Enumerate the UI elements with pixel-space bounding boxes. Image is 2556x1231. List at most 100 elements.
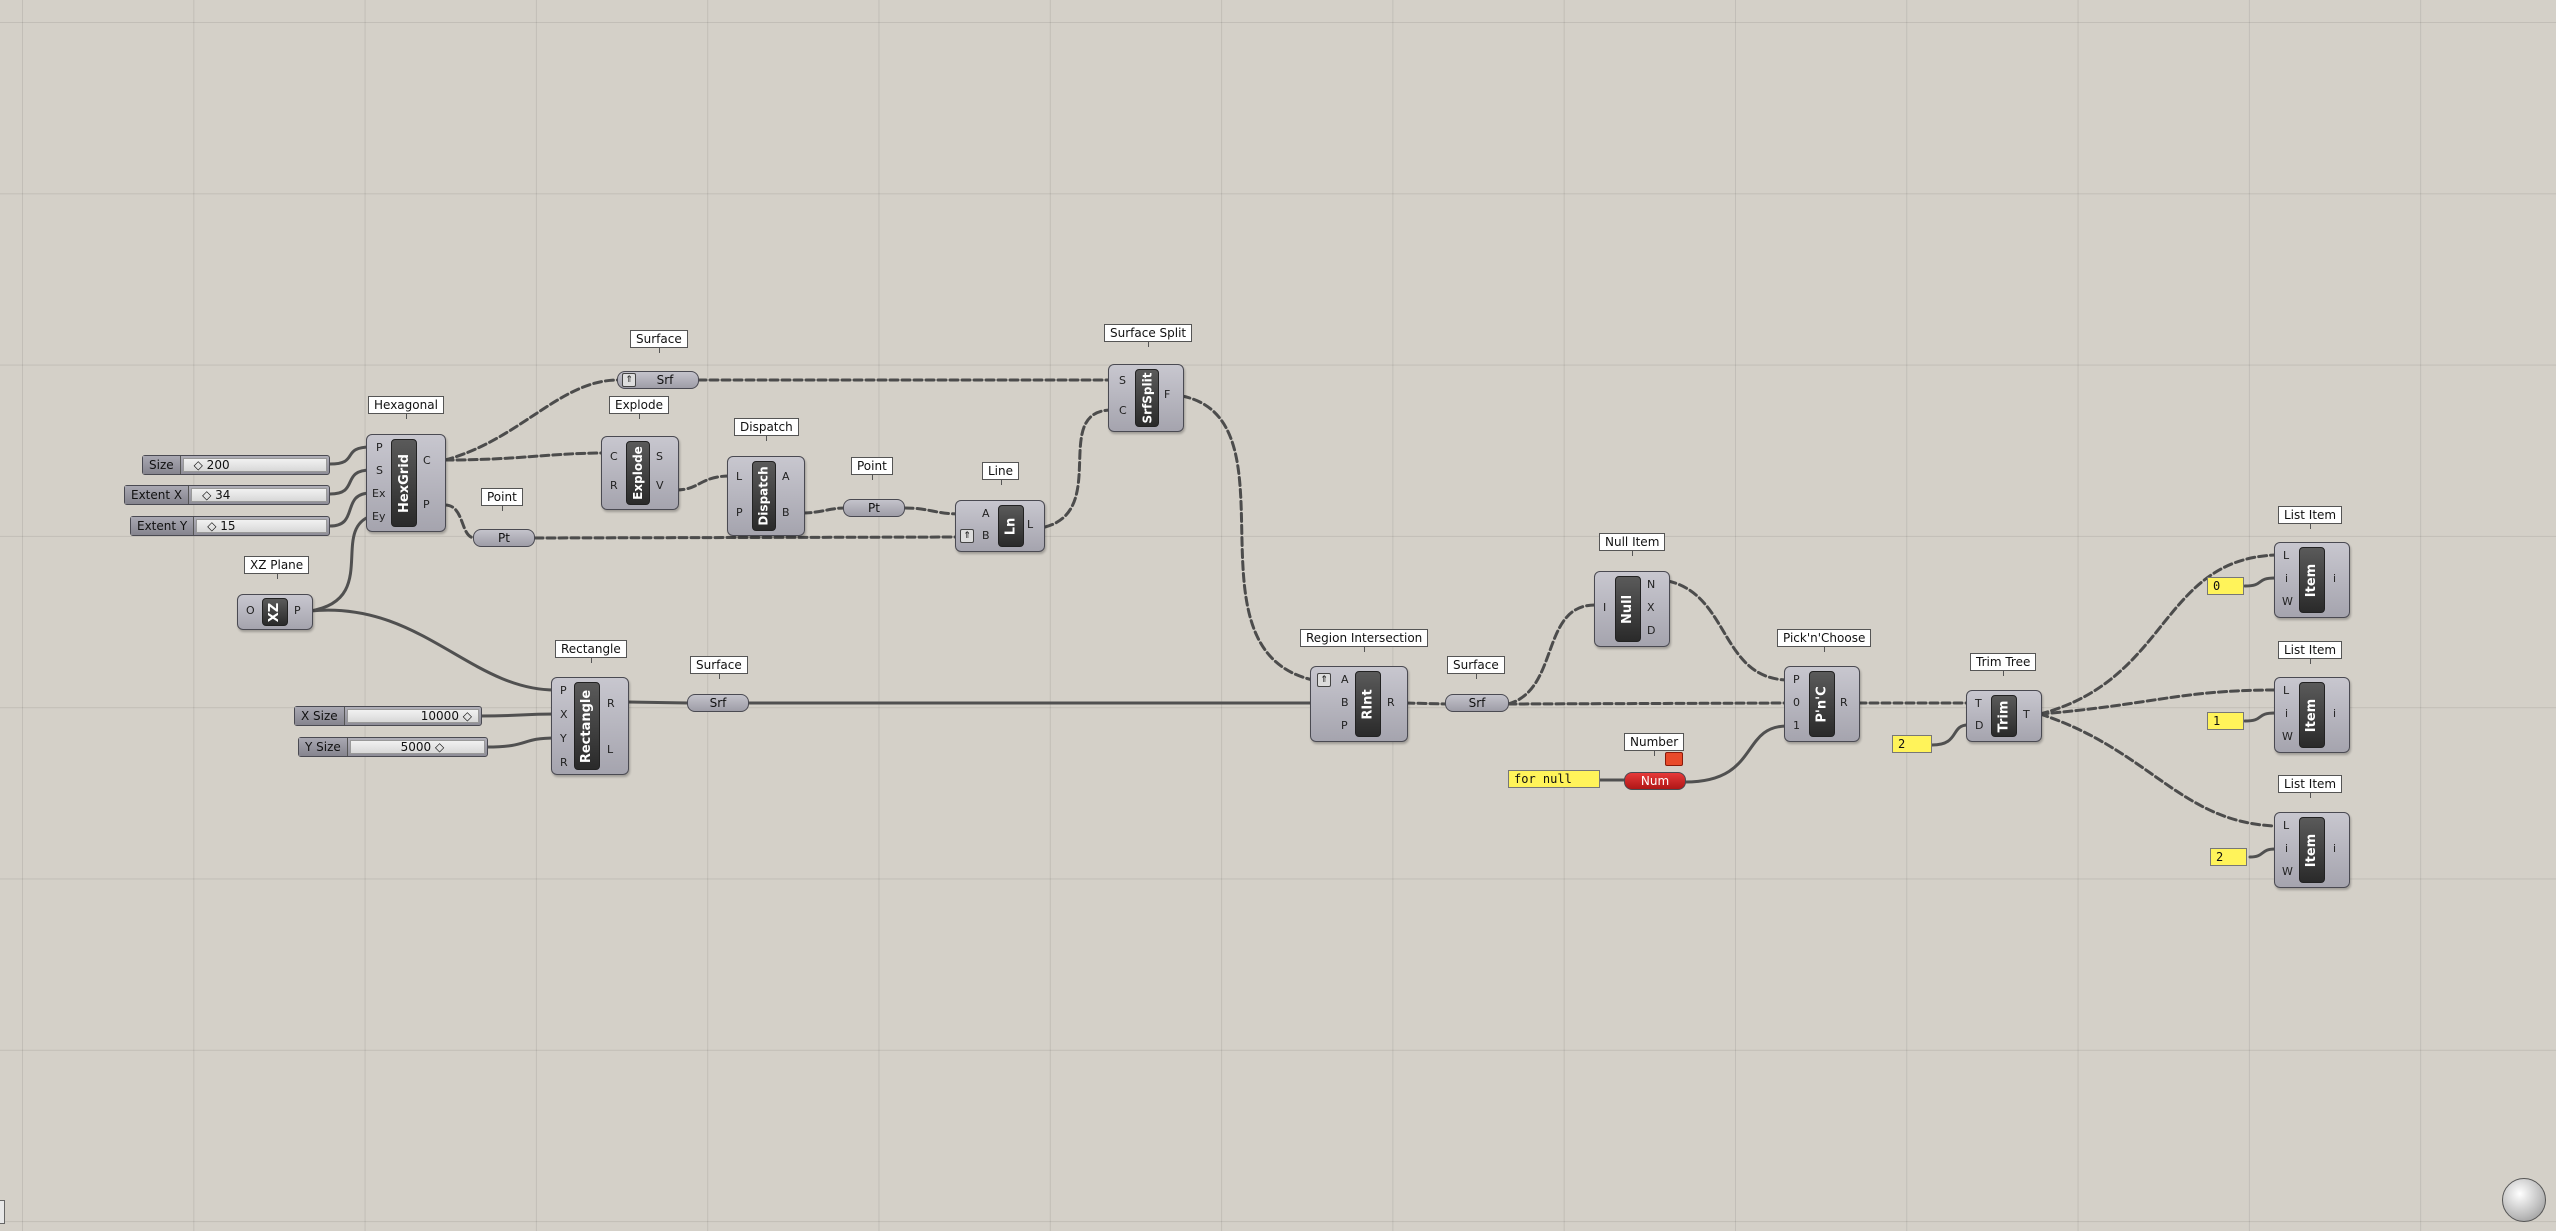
slider-x-size-label: X Size (295, 707, 345, 725)
surface-param-right[interactable]: Srf (1445, 694, 1509, 712)
wire-hex-to-explode (443, 451, 607, 462)
slider-x-size[interactable]: X Size 10000 ◇ (294, 706, 482, 726)
navigation-compass-icon[interactable] (2502, 1178, 2546, 1222)
rint-core[interactable]: RInt (1355, 671, 1381, 737)
rect-port-y: Y (560, 732, 567, 745)
point-param-right[interactable]: Pt (843, 499, 905, 517)
xz-core[interactable]: XZ (262, 598, 288, 626)
trim-core[interactable]: Trim (1991, 695, 2017, 737)
tag-dispatch: Dispatch (734, 418, 799, 441)
list-item-component-2[interactable]: L i W Item i (2274, 677, 2350, 753)
null-port-x: X (1647, 601, 1655, 614)
rectangle-component[interactable]: P X Y R Rectangle R L (551, 677, 629, 775)
slider-extent-x-value[interactable]: ◇ 34 (191, 488, 327, 502)
pnc-port-0: 0 (1793, 696, 1800, 709)
list-item-component-3[interactable]: L i W Item i (2274, 812, 2350, 888)
wire-trim-to-item3 (2038, 712, 2277, 828)
trim-port-t-out: T (2023, 708, 2030, 721)
region-intersection-component[interactable]: ⇑ A B P RInt R (1310, 666, 1408, 742)
rect-port-r-out: R (607, 697, 615, 710)
wire-ysize-to-rect (485, 736, 557, 749)
panel-for-null[interactable]: for null (1508, 770, 1600, 788)
tag-point-right: Point (851, 457, 893, 480)
hexgrid-component[interactable]: P S Ex Ey HexGrid C P (366, 434, 446, 532)
wire-explode-to-dispatch (674, 474, 732, 492)
pnc-core[interactable]: P'n'C (1809, 671, 1835, 737)
item3-port-w: W (2282, 865, 2293, 878)
surface-param-mid[interactable]: Srf (687, 694, 749, 712)
number-param[interactable]: Num (1624, 772, 1686, 790)
hexgrid-core[interactable]: HexGrid (391, 439, 417, 527)
slider-size-value[interactable]: ◇ 200 (182, 458, 327, 472)
line-core[interactable]: Ln (998, 505, 1024, 547)
rect-port-x: X (560, 708, 568, 721)
line-ref-icon: ⇑ (960, 529, 974, 543)
wire-rint-to-srf (1404, 701, 1449, 706)
wire-pt-to-line-a (903, 506, 962, 516)
item1-core[interactable]: Item (2299, 547, 2325, 613)
explode-component[interactable]: C R Explode S V (601, 436, 679, 510)
slider-extent-y[interactable]: Extent Y ◇ 15 (130, 516, 330, 536)
slider-extent-x[interactable]: Extent X ◇ 34 (124, 485, 330, 505)
rint-port-p: P (1341, 719, 1348, 732)
item3-core[interactable]: Item (2299, 817, 2325, 883)
slider-size-label: Size (143, 456, 181, 474)
dispatch-port-a: A (782, 470, 790, 483)
slider-x-size-value[interactable]: 10000 ◇ (346, 709, 479, 723)
srfsplit-core[interactable]: SrfSplit (1135, 369, 1159, 427)
dispatch-component[interactable]: L P Dispatch A B (727, 456, 805, 536)
xz-port-o: O (246, 604, 255, 617)
xz-plane-component[interactable]: O XZ P (237, 594, 313, 630)
dispatch-port-p: P (736, 506, 743, 519)
hex-port-c-out: C (423, 454, 431, 467)
trim-port-d: D (1975, 719, 1984, 732)
slider-extent-y-value[interactable]: ◇ 15 (196, 519, 327, 533)
pick-n-choose-component[interactable]: P 0 1 P'n'C R (1784, 666, 1860, 742)
panel-index-2[interactable]: 2 (2210, 848, 2247, 866)
pnc-port-1: 1 (1793, 719, 1800, 732)
srfsplit-component[interactable]: S C SrfSplit F (1108, 364, 1184, 432)
wire-xz-to-rect (308, 608, 557, 692)
null-port-d: D (1647, 624, 1656, 637)
slider-y-size-value[interactable]: 5000 ◇ (349, 740, 485, 754)
panel-index-0[interactable]: 0 (2207, 577, 2244, 595)
rect-port-l-out: L (607, 743, 614, 756)
dispatch-core[interactable]: Dispatch (752, 461, 776, 531)
surface-ref-icon: ⇑ (622, 373, 636, 387)
list-item-component-1[interactable]: L i W Item i (2274, 542, 2350, 618)
tag-list-item-1: List Item (2278, 506, 2343, 529)
null-item-component[interactable]: I Null N X D (1594, 571, 1670, 647)
wire-trim-to-item2 (2038, 688, 2277, 716)
tag-line: Line (982, 462, 1020, 485)
item1-port-w: W (2282, 595, 2293, 608)
pnc-port-r-out: R (1840, 696, 1848, 709)
item3-port-i: i (2285, 842, 2289, 855)
tag-explode: Explode (609, 396, 669, 419)
null-core[interactable]: Null (1615, 576, 1641, 642)
wire-num-to-pnc (1683, 724, 1789, 784)
item1-port-l: L (2283, 549, 2290, 562)
item2-port-l: L (2283, 684, 2290, 697)
hex-port-p-out: P (423, 498, 430, 511)
surface-param-top[interactable]: ⇑ Srf (617, 371, 699, 389)
point-param-left[interactable]: Pt (473, 529, 535, 547)
line-component[interactable]: A B ⇑ Ln L (955, 500, 1045, 552)
item2-core[interactable]: Item (2299, 682, 2325, 748)
slider-y-size[interactable]: Y Size 5000 ◇ (298, 737, 488, 757)
explode-port-v: V (656, 479, 664, 492)
srfsplit-port-c: C (1119, 404, 1127, 417)
slider-size[interactable]: Size ◇ 200 (142, 455, 330, 475)
item3-port-l: L (2283, 819, 2290, 832)
wire-pt-to-line (533, 535, 962, 540)
wire-0-to-item1 (2243, 576, 2277, 588)
rectangle-core[interactable]: Rectangle (574, 682, 600, 770)
trim-tree-component[interactable]: T D Trim T (1966, 690, 2042, 742)
panel-trim-depth[interactable]: 2 (1892, 735, 1932, 753)
explode-port-s: S (656, 450, 663, 463)
explode-core[interactable]: Explode (626, 441, 650, 505)
panel-index-1[interactable]: 1 (2207, 712, 2244, 730)
line-port-a: A (982, 507, 990, 520)
dispatch-port-l: L (736, 470, 743, 483)
